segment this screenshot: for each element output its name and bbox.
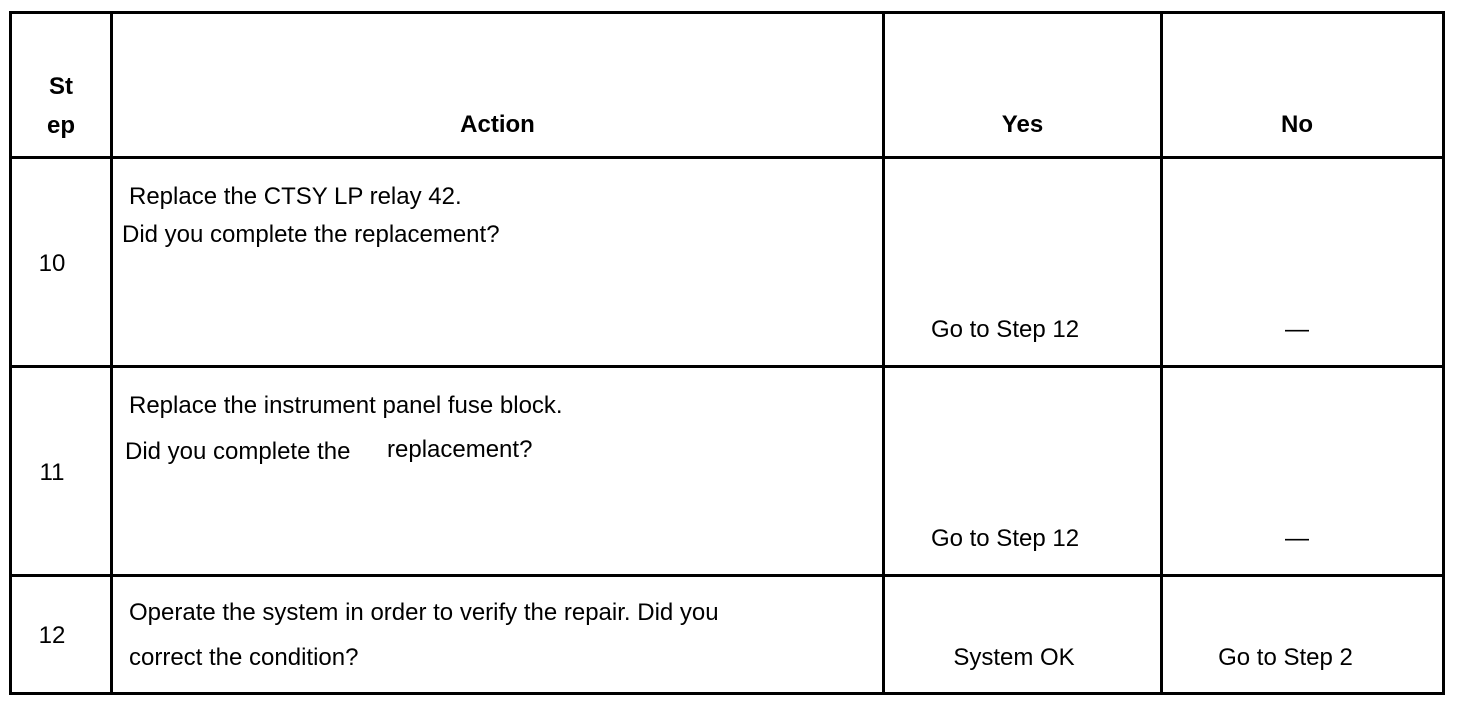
column-divider xyxy=(882,11,885,695)
action-text: Replace the CTSY LP relay 42. xyxy=(129,183,462,210)
header-step-line2: ep xyxy=(46,112,75,139)
step-number: 12 xyxy=(38,622,66,649)
column-divider xyxy=(110,11,113,695)
table-border-right xyxy=(1442,11,1445,695)
row-divider xyxy=(9,574,1445,577)
table-border-bottom xyxy=(9,692,1445,695)
action-text: Did you complete the xyxy=(125,438,351,465)
header-divider xyxy=(9,156,1445,159)
header-action: Action xyxy=(460,111,535,138)
header-no: No xyxy=(1281,111,1313,138)
action-text: Did you complete the replacement? xyxy=(122,221,500,248)
no-result: — xyxy=(1285,525,1309,552)
header-step-line1: St xyxy=(49,73,73,100)
diagnostic-table xyxy=(9,11,1445,695)
table-border-left xyxy=(9,11,12,695)
action-text: Operate the system in order to verify th… xyxy=(129,599,719,626)
no-result: — xyxy=(1285,316,1309,343)
step-number: 11 xyxy=(39,459,65,486)
column-divider xyxy=(1160,11,1163,695)
yes-result: Go to Step 12 xyxy=(930,525,1080,552)
no-result: Go to Step 2 xyxy=(1218,644,1353,671)
action-text: replacement? xyxy=(387,436,533,463)
yes-result: Go to Step 12 xyxy=(930,316,1080,343)
row-divider xyxy=(9,365,1445,368)
action-text: Replace the instrument panel fuse block. xyxy=(129,392,563,419)
action-text: correct the condition? xyxy=(129,644,359,671)
yes-result: System OK xyxy=(953,644,1075,671)
table-border-top xyxy=(9,11,1445,14)
step-number: 10 xyxy=(38,250,66,277)
header-yes: Yes xyxy=(1001,111,1044,138)
